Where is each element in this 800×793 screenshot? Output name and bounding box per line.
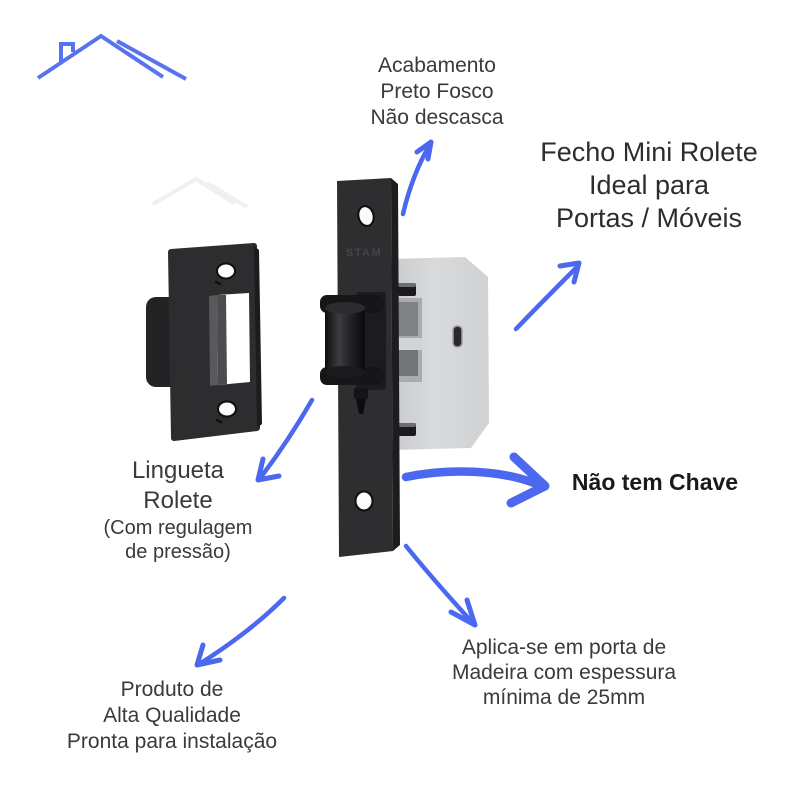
roof-accent-line	[116, 39, 187, 81]
strike-plate-image	[146, 243, 262, 441]
lock-mechanism-bar	[392, 338, 422, 350]
mortise-latch-image: STAM	[320, 178, 489, 557]
roller-subline-1: (Com regulagem	[103, 517, 253, 539]
arrow-to-roller-label	[255, 397, 315, 483]
roof-chimney-line	[59, 42, 75, 63]
title-line-2: Ideal para	[588, 170, 710, 200]
annotation-arrows	[194, 139, 582, 668]
arrow-to-quality-label	[194, 595, 287, 668]
no-key-label: Não tem Chave	[571, 469, 739, 495]
lock-clip-top-highlight	[398, 283, 416, 287]
title-line-1: Fecho Mini Rolete	[540, 137, 758, 167]
faceplate-screw-hole-top	[357, 205, 375, 227]
faceplate-brand-text: STAM	[346, 247, 382, 259]
strike-cutout-lip	[209, 295, 218, 386]
strike-screw-hole-bottom	[217, 400, 237, 418]
strike-plate-edge	[254, 246, 262, 428]
quality-line-2: Alta Qualidade	[103, 704, 241, 727]
quality-line-1: Produto de	[120, 678, 224, 701]
strike-hole-notch-bottom	[215, 418, 223, 424]
adjustment-screw-tip	[356, 399, 366, 414]
finish-label: Acabamento Preto Fosco Não descasca	[370, 53, 503, 131]
title-line-3: Portas / Móveis	[555, 203, 743, 233]
application-line-2: Madeira com espessura	[451, 661, 677, 684]
adjustment-screw-head	[354, 388, 368, 399]
lock-clip-bottom-highlight	[398, 423, 416, 427]
roller-cap-bottom	[325, 366, 365, 378]
faceplate-screw-hole-bottom	[354, 490, 374, 512]
quality-label: Produto de Alta Qualidade Pronta para in…	[67, 677, 277, 755]
roller-label: Lingueta Rolete (Com regulagem de pressã…	[104, 456, 253, 564]
arrow-to-no-key-label	[401, 452, 550, 508]
roller-line-1: Lingueta	[131, 457, 225, 484]
watermark-roof-icon	[151, 176, 249, 209]
quality-line-3: Pronta para instalação	[66, 730, 278, 753]
application-line-1: Aplica-se em porta de	[461, 636, 667, 659]
strike-hole-notch-top	[214, 280, 222, 286]
roller-line-2: Rolete	[143, 487, 213, 514]
roller-cylinder	[325, 306, 365, 374]
roof-main-line	[36, 33, 165, 80]
arrow-to-application-label	[403, 543, 478, 628]
application-line-3: mínima de 25mm	[482, 686, 646, 709]
roller-subline-2: de pressão)	[125, 541, 231, 563]
strike-cutout-shadow	[217, 295, 227, 385]
arrow-to-title-label	[513, 260, 582, 332]
strike-screw-hole-top	[216, 262, 236, 280]
arrow-to-finish-label	[400, 139, 434, 217]
finish-line-2: Preto Fosco	[380, 80, 494, 103]
application-label: Aplica-se em porta de Madeira com espess…	[452, 635, 676, 710]
lock-side-slot	[452, 325, 463, 348]
finish-line-1: Acabamento	[378, 54, 496, 77]
product-title-label: Fecho Mini Rolete Ideal para Portas / Mó…	[540, 136, 758, 235]
latch-faceplate-edge	[391, 178, 400, 551]
roller-cap-top	[325, 302, 365, 314]
finish-line-3: Não descasca	[370, 106, 504, 129]
brand-roof-logo-icon	[36, 33, 187, 81]
